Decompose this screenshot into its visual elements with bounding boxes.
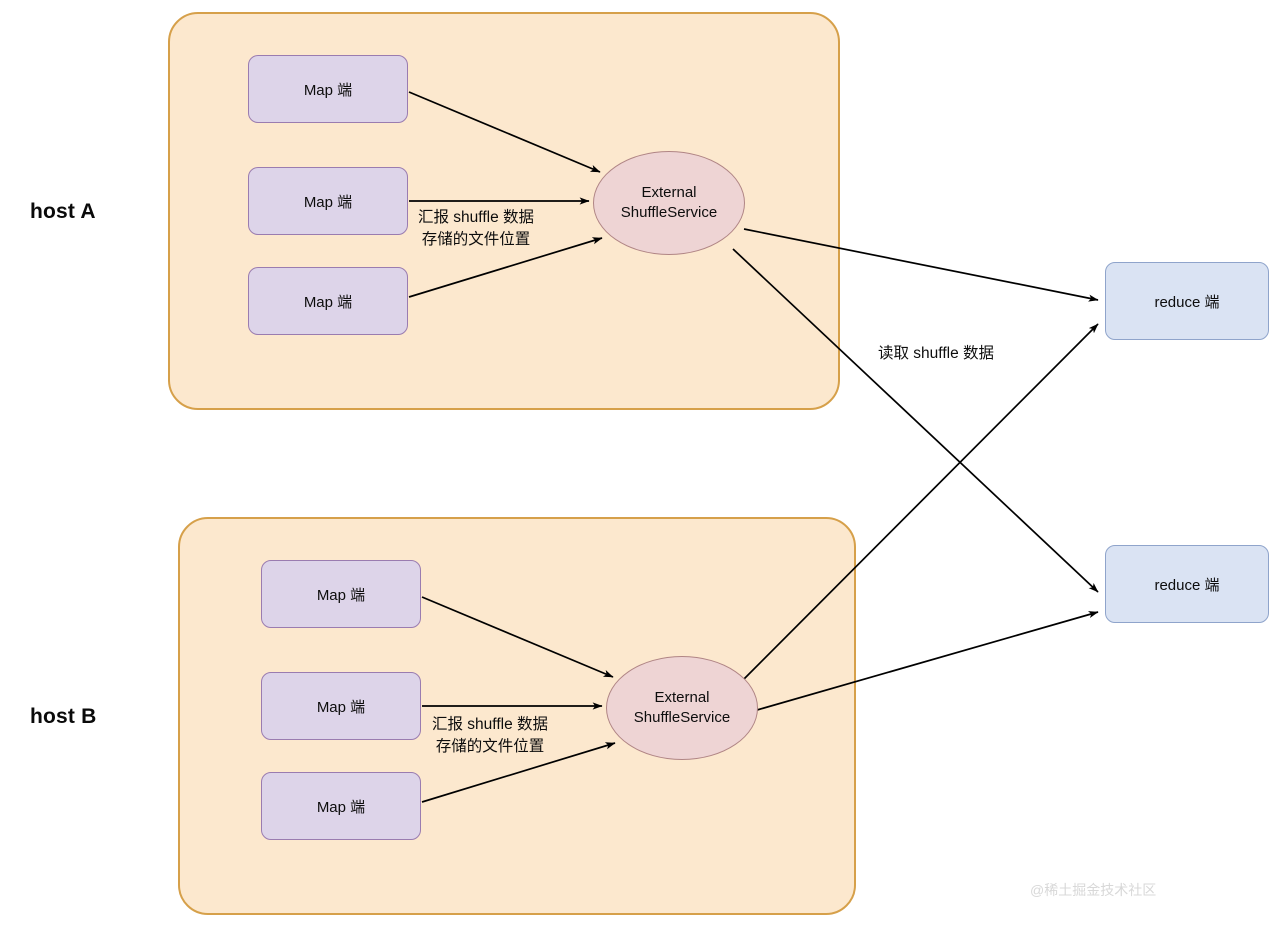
map-node-a1[interactable]: Map 端 [248,55,408,123]
external-shuffle-service-b[interactable]: External ShuffleService [606,656,758,760]
report-shuffle-label-b-line1: 汇报 shuffle 数据 [432,716,549,733]
map-node-a3[interactable]: Map 端 [248,267,408,335]
ess-a-line2: ShuffleService [620,204,718,221]
read-shuffle-label: 读取 shuffle 数据 [878,345,995,362]
report-shuffle-label-a: 汇报 shuffle 数据 存储的文件位置 [418,207,534,251]
report-shuffle-label-b-line2: 存储的文件位置 [435,738,545,755]
ess-b-line1: External [654,689,710,707]
report-shuffle-label-a-line1: 汇报 shuffle 数据 [418,209,535,226]
map-node-b2[interactable]: Map 端 [261,672,421,740]
watermark: @稀土掘金技术社区 [1030,882,1157,898]
map-node-b3[interactable]: Map 端 [261,772,421,840]
host-b-label: host B [30,705,97,728]
report-shuffle-label-b: 汇报 shuffle 数据 存储的文件位置 [432,714,548,758]
reduce-node-2[interactable]: reduce 端 [1105,545,1269,623]
ess-b-line2: ShuffleService [633,709,731,726]
report-shuffle-label-a-line2: 存储的文件位置 [421,231,531,248]
map-node-a2[interactable]: Map 端 [248,167,408,235]
map-node-b1[interactable]: Map 端 [261,560,421,628]
host-a-label: host A [30,200,96,223]
external-shuffle-service-a[interactable]: External ShuffleService [593,151,745,255]
ess-a-line1: External [641,184,697,202]
reduce-node-1[interactable]: reduce 端 [1105,262,1269,340]
